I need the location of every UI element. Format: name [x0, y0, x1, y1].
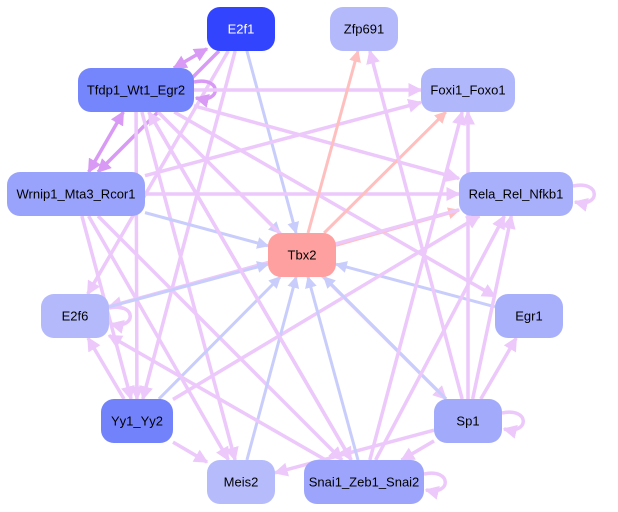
edge-tbx2-to-foxi1_foxo1	[323, 110, 447, 235]
node-zfp691[interactable]: Zfp691	[330, 7, 398, 51]
node-label: Yy1_Yy2	[111, 414, 163, 429]
edge-snai1_zeb1_snai2-to-e2f6	[107, 334, 327, 462]
node-rela-rel-nfkb1[interactable]: Rela_Rel_Nfkb1	[459, 172, 573, 216]
node-label: Meis2	[224, 475, 259, 490]
node-box[interactable]	[207, 7, 275, 51]
node-box[interactable]	[268, 233, 336, 277]
node-meis2[interactable]: Meis2	[207, 460, 275, 504]
node-box[interactable]	[434, 399, 502, 443]
edges-layer	[80, 47, 596, 500]
edge-snai1_zeb1_snai2-to-tbx2	[305, 275, 360, 461]
node-label: Sp1	[456, 414, 479, 429]
edge-snai1_zeb1_snai2-to-tfdp1_wt1_egr2	[147, 110, 353, 461]
edge-sp1-to-zfp691	[366, 49, 464, 400]
node-box[interactable]	[41, 294, 109, 338]
node-label: Snai1_Zeb1_Snai2	[309, 475, 420, 490]
edge-wrnip1_mta3_rcor1-to-tbx2	[144, 211, 270, 249]
edge-sp1-to-snai1_zeb1_snai2	[400, 439, 435, 462]
edge-sp1-to-rela_rel_nfkb1	[470, 214, 516, 400]
edge-sp1-to-sp1	[501, 410, 525, 439]
node-sp1[interactable]: Sp1	[434, 399, 502, 443]
node-e2f6[interactable]: E2f6	[41, 294, 109, 338]
node-wrnip1-mta3-rcor1[interactable]: Wrnip1_Mta3_Rcor1	[7, 172, 145, 216]
node-tbx2[interactable]: Tbx2	[268, 233, 336, 277]
node-box[interactable]	[78, 68, 194, 112]
node-label: Tbx2	[288, 248, 317, 263]
node-box[interactable]	[304, 460, 424, 504]
node-e2f1[interactable]: E2f1	[207, 7, 275, 51]
node-label: Tfdp1_Wt1_Egr2	[87, 83, 185, 98]
edge-sp1-to-egr1	[479, 336, 518, 400]
edge-snai1_zeb1_snai2-to-rela_rel_nfkb1	[374, 214, 506, 461]
node-yy1-yy2[interactable]: Yy1_Yy2	[101, 399, 173, 443]
node-box[interactable]	[330, 7, 398, 51]
node-box[interactable]	[421, 68, 515, 112]
edge-e2f6-to-tbx2	[108, 261, 270, 309]
node-box[interactable]	[459, 172, 573, 216]
edge-wrnip1_mta3_rcor1-to-meis2	[87, 215, 230, 462]
node-label: E2f6	[62, 309, 89, 324]
node-egr1[interactable]: Egr1	[495, 294, 563, 338]
node-foxi1-foxo1[interactable]: Foxi1_Foxo1	[421, 68, 515, 112]
node-box[interactable]	[7, 172, 145, 216]
edge-tfdp1_wt1_egr2-to-egr1	[173, 110, 497, 298]
edge-rela_rel_nfkb1-to-rela_rel_nfkb1	[572, 183, 596, 212]
edge-tfdp1_wt1_egr2-to-rela_rel_nfkb1	[193, 104, 461, 182]
edge-tbx2-to-zfp691	[306, 49, 361, 234]
node-label: Egr1	[515, 309, 542, 324]
node-label: Wrnip1_Mta3_Rcor1	[17, 187, 136, 202]
edge-snai1_zeb1_snai2-to-foxi1_foxo1	[368, 110, 466, 461]
edge-tfdp1_wt1_egr2-to-wrnip1_mta3_rcor1	[87, 110, 125, 174]
node-box[interactable]	[495, 294, 563, 338]
edge-e2f6-to-e2f6	[108, 305, 132, 334]
edge-sp1-to-tbx2	[322, 275, 448, 401]
node-label: Rela_Rel_Nfkb1	[469, 187, 564, 202]
node-label: E2f1	[228, 22, 255, 37]
node-tfdp1-wt1-egr2[interactable]: Tfdp1_Wt1_Egr2	[78, 68, 194, 112]
edge-yy1_yy2-to-meis2	[172, 440, 209, 464]
node-box[interactable]	[101, 399, 173, 443]
node-label: Zfp691	[344, 22, 384, 37]
edge-yy1_yy2-to-e2f6	[86, 336, 126, 400]
node-snai1-zeb1-snai2[interactable]: Snai1_Zeb1_Snai2	[304, 460, 424, 504]
edge-meis2-to-tbx2	[245, 275, 300, 461]
node-label: Foxi1_Foxo1	[430, 83, 505, 98]
edge-wrnip1_mta3_rcor1-to-foxi1_foxo1	[144, 98, 423, 178]
edge-yy1_yy2-to-tbx2	[157, 275, 282, 401]
edge-snai1_zeb1_snai2-to-snai1_zeb1_snai2	[423, 471, 447, 500]
edge-e2f1-to-tfdp1_wt1_egr2	[172, 47, 209, 70]
node-box[interactable]	[207, 460, 275, 504]
